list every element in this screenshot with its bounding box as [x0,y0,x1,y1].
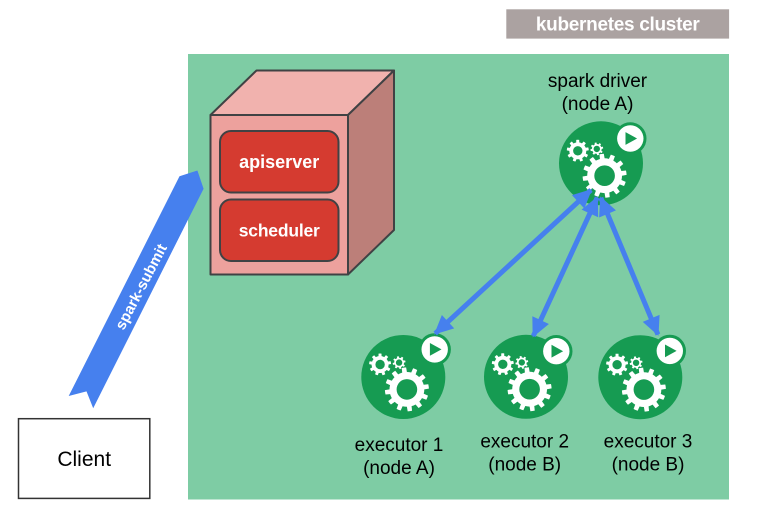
svg-text:(node A): (node A) [562,94,634,115]
svg-text:executor 1: executor 1 [355,435,444,456]
svg-text:kubernetes cluster: kubernetes cluster [536,15,700,36]
svg-text:executor 3: executor 3 [604,432,693,453]
svg-text:(node A): (node A) [363,458,435,479]
svg-text:executor 2: executor 2 [480,432,569,453]
svg-text:scheduler: scheduler [239,221,320,241]
svg-text:(node B): (node B) [612,455,685,476]
svg-text:(node B): (node B) [488,455,561,476]
svg-text:apiserver: apiserver [239,152,319,172]
svg-text:spark driver: spark driver [548,71,648,92]
svg-text:Client: Client [57,448,111,471]
